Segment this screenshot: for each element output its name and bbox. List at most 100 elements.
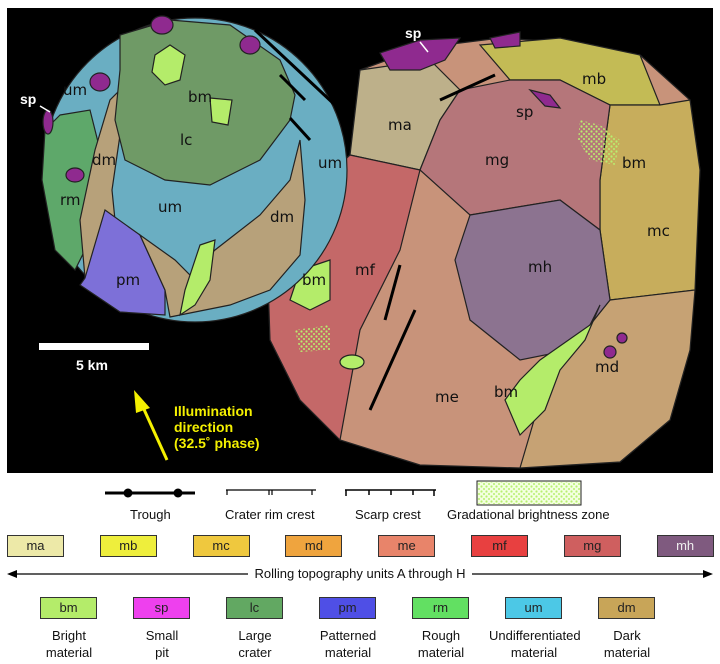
pit <box>528 88 562 109</box>
label-mb: mb <box>582 70 606 88</box>
legend-swatch-mb: mb <box>99 535 157 557</box>
troughs-nw <box>253 28 337 142</box>
legend-desc-line: Rough <box>421 628 461 643</box>
legend-desc-line: material <box>603 645 651 660</box>
label-lc: lc <box>180 131 192 149</box>
legend-crater-rim-label: Crater rim crest <box>225 507 315 522</box>
gradational-zone-dots <box>478 482 580 504</box>
label-me: me <box>435 388 459 406</box>
legend-desc-bm: Bright material <box>24 627 114 661</box>
pit <box>239 35 261 55</box>
legend-swatch-pm: pm <box>319 597 376 619</box>
label-pm: pm <box>116 271 140 289</box>
legend-desc-line: pit <box>155 645 169 660</box>
label-ma: ma <box>388 116 412 134</box>
bm-strip <box>179 239 216 317</box>
legend-swatch-rm: rm <box>412 597 469 619</box>
legend-swatch-dm: dm <box>598 597 655 619</box>
legend-desc-pm: Patterned material <box>303 627 393 661</box>
legend-swatch-mf: mf <box>471 535 528 557</box>
pit <box>489 31 521 49</box>
unit-mc <box>599 99 701 301</box>
illumination-label: (32.5˚ phase) <box>174 435 260 451</box>
troughs <box>368 73 496 411</box>
pit <box>150 15 174 35</box>
label-um: um <box>63 81 87 99</box>
label-sp: sp <box>405 25 421 41</box>
label-mg: mg <box>485 151 509 169</box>
legend-swatch-bm: bm <box>40 597 97 619</box>
pit <box>379 37 462 71</box>
arrow-right-icon <box>703 570 713 578</box>
legend-desc-sp: Small pit <box>117 627 207 661</box>
illumination-arrow-icon <box>134 390 169 461</box>
legend-desc-line: material <box>324 645 372 660</box>
bm-patch <box>151 44 186 86</box>
rolling-caption: Rolling topography units A through H <box>0 566 720 581</box>
legend-desc-line: Patterned <box>319 628 377 643</box>
unit-bm-se <box>504 304 601 437</box>
pit <box>42 109 54 135</box>
legend-trough-label: Trough <box>130 507 171 522</box>
bm-patch <box>339 354 365 370</box>
label-sp: sp <box>20 91 36 107</box>
label-rm: rm <box>60 191 81 209</box>
rolling-caption-text: Rolling topography units A through H <box>248 566 472 581</box>
scale-bar <box>39 343 149 350</box>
legend-desc-line: Bright <box>52 628 86 643</box>
legend-symbols <box>7 480 713 578</box>
label-mf: mf <box>355 261 376 279</box>
gradational-zone <box>578 120 620 165</box>
legend-desc-line: material <box>510 645 558 660</box>
legend-swatch-lc: lc <box>226 597 283 619</box>
legend-gradational-label: Gradational brightness zone <box>447 507 610 522</box>
legend-desc-lc: Large crater <box>210 627 300 661</box>
legend-desc-line: Undifferentiated <box>489 628 581 643</box>
scarp-crest-symbol <box>345 489 436 496</box>
gradational-zone <box>295 325 330 352</box>
label-bm: bm <box>302 271 326 289</box>
unit-pm <box>79 209 166 316</box>
trough-symbol <box>105 488 195 498</box>
crater-rim-symbol <box>226 489 316 495</box>
unit-md <box>519 289 696 469</box>
legend-swatch-mc: mc <box>192 535 250 557</box>
legend-swatch-md: md <box>285 535 343 557</box>
legend-desc-rm: Rough material <box>396 627 486 661</box>
label-dm: dm <box>92 151 116 169</box>
legend-swatch-um: um <box>505 597 562 619</box>
unit-labels: um rm dm lc bm um um dm pm bm mf ma mg m… <box>20 25 670 406</box>
illumination-label: Illumination <box>174 403 253 419</box>
legend-desc-line: Dark <box>613 628 641 643</box>
scale-bar-label: 5 km <box>76 357 108 373</box>
unit-mg <box>419 79 611 232</box>
legend-swatch-me: me <box>378 535 436 557</box>
illumination-label: direction <box>174 419 233 435</box>
label-um: um <box>318 154 342 172</box>
legend-swatch-sp: sp <box>133 597 190 619</box>
legend-desc-um: Undifferentiated material <box>489 627 581 661</box>
legend-desc-line: crater <box>238 645 272 660</box>
label-dm: dm <box>270 208 294 226</box>
pit <box>89 72 111 92</box>
label-md: md <box>595 358 619 376</box>
legend-desc-line: Small <box>145 628 179 643</box>
label-bm: bm <box>494 383 518 401</box>
label-um: um <box>158 198 182 216</box>
label-sp: sp <box>516 103 533 121</box>
pit <box>65 167 85 183</box>
legend-swatch-mh: mh <box>656 535 714 557</box>
legend-desc-dm: Dark material <box>582 627 672 661</box>
legend-desc-line: material <box>45 645 93 660</box>
legend-swatch-ma: ma <box>7 535 64 557</box>
label-mh: mh <box>528 258 552 276</box>
legend-scarp-label: Scarp crest <box>355 507 421 522</box>
label-bm: bm <box>188 88 212 106</box>
pit <box>603 345 617 359</box>
pit <box>616 332 628 344</box>
arrow-left-icon <box>7 570 17 578</box>
legend-desc-line: Large <box>238 628 272 643</box>
label-mc: mc <box>647 222 670 240</box>
legend-desc-line: material <box>417 645 465 660</box>
